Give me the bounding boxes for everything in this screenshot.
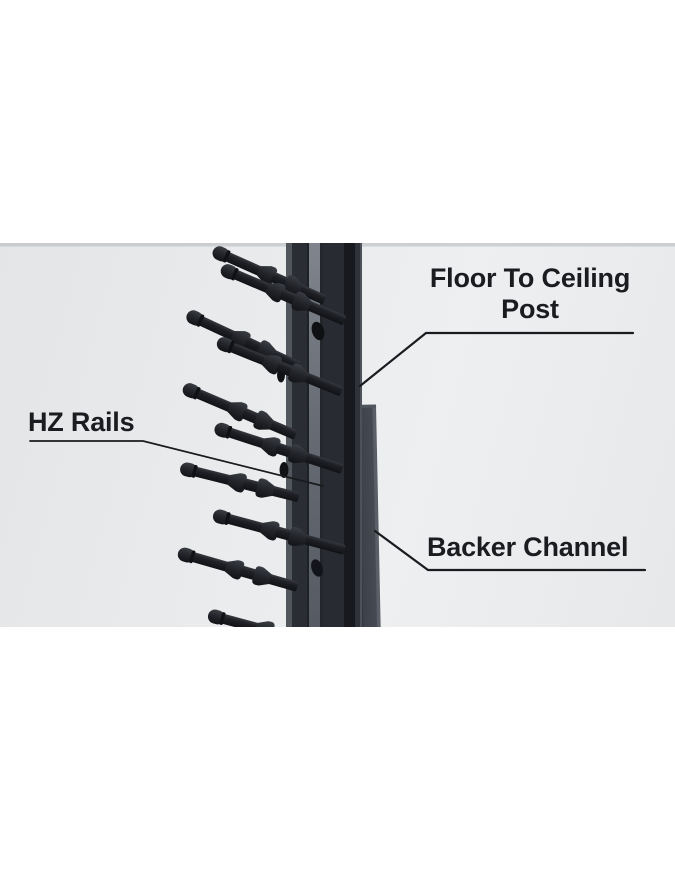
callout-line-post [358,331,635,388]
rail-peg [220,264,346,325]
mounting-hole [279,462,289,478]
mounting-holes [277,321,325,577]
rail-peg [177,547,299,592]
product-photo [0,243,675,627]
rail-peg [207,609,335,627]
rail-peg [212,509,346,555]
photo-graphics [0,243,675,627]
floor-to-ceiling-post [286,243,362,627]
mounting-hole [311,559,323,577]
rail-peg [214,422,344,474]
label-backer-channel: Backer Channel [427,532,629,562]
callout-line-backer [373,529,647,572]
rail-peg [216,337,343,396]
rail-peg [212,246,326,304]
label-floor-to-ceiling-post: Floor To Ceiling Post [429,263,631,324]
rail-peg [180,462,300,502]
hz-rails [177,246,346,627]
rail-peg [182,383,297,440]
label-hz-rails: HZ Rails [28,407,135,437]
mounting-hole [311,321,325,341]
callout-line-rails [29,440,324,487]
